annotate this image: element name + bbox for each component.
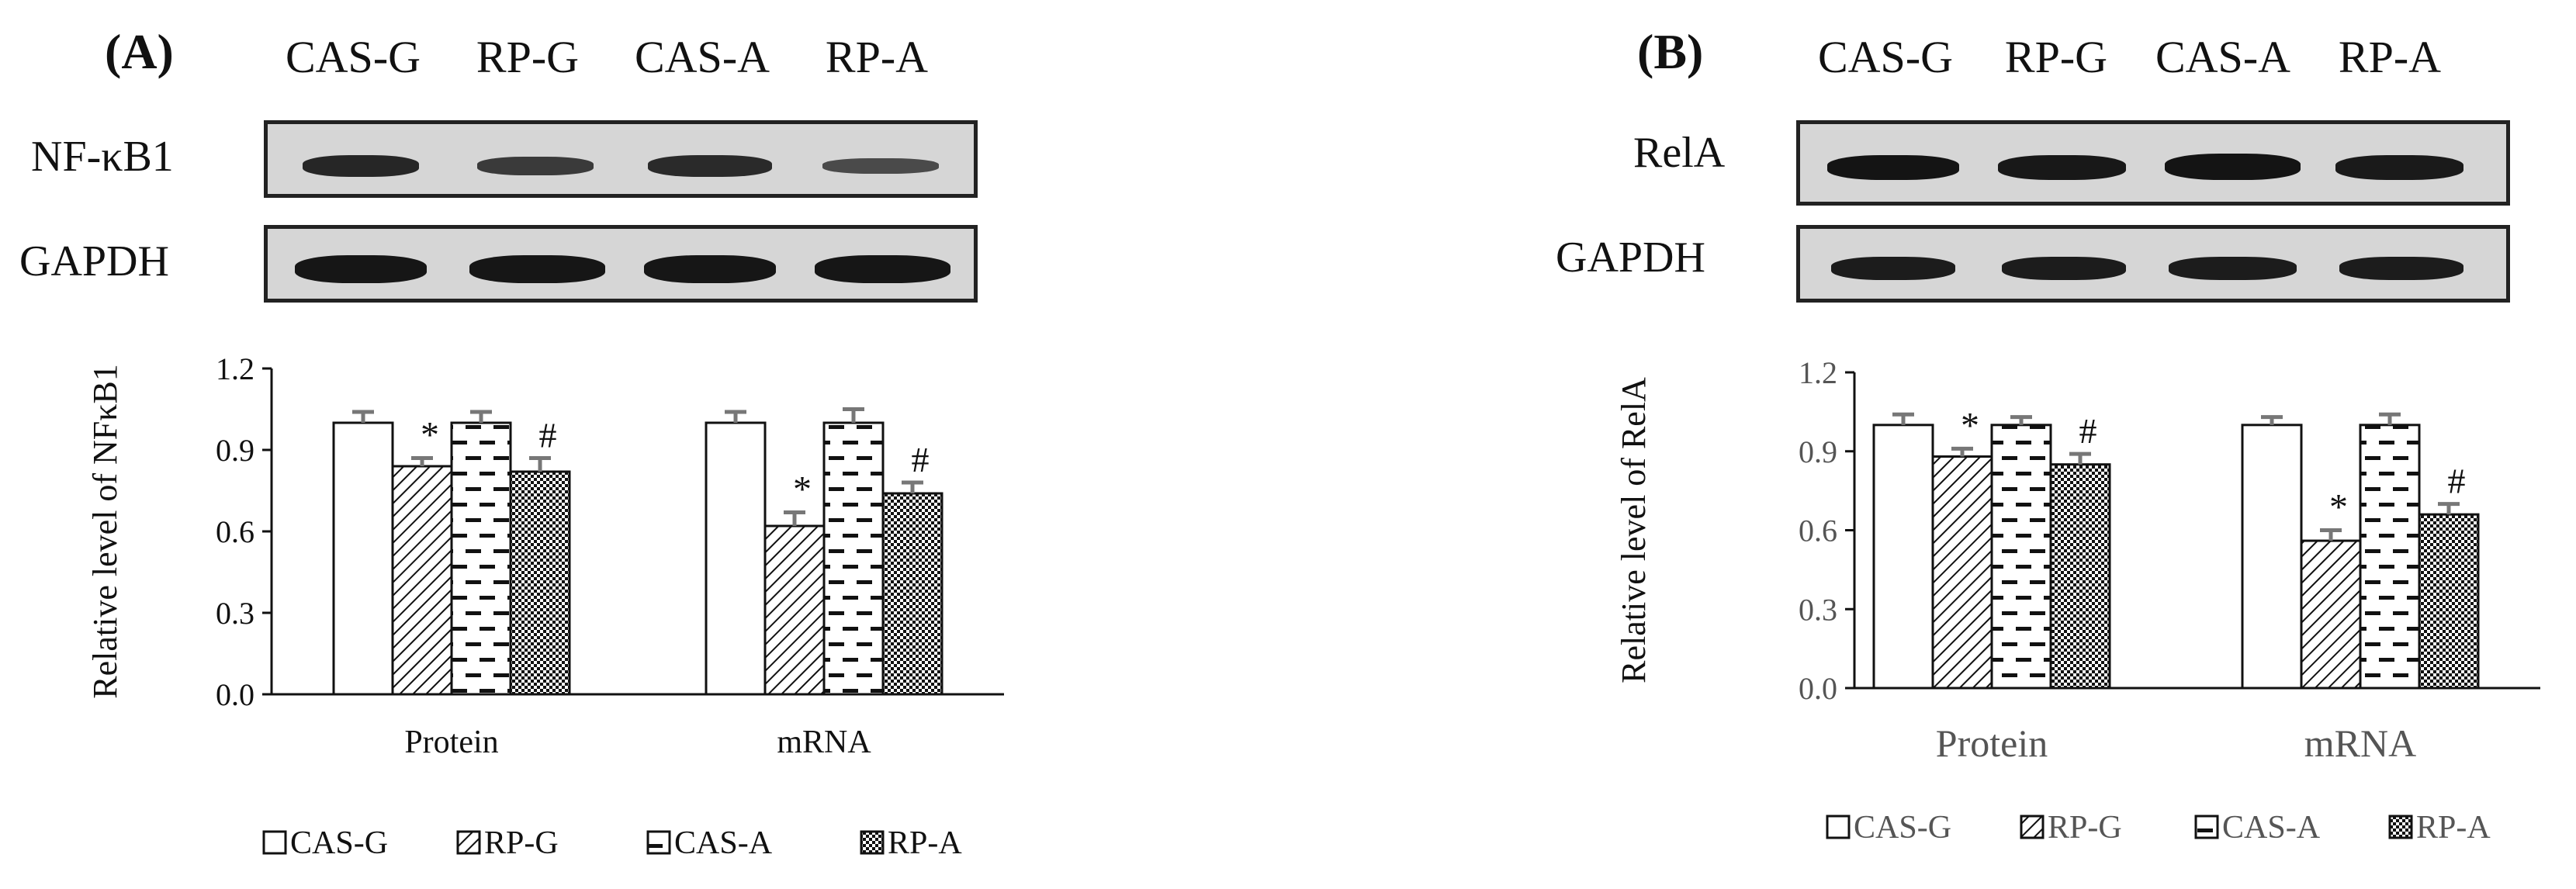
y-tick-label: 1.2 xyxy=(216,351,254,386)
bar xyxy=(881,492,943,696)
bar xyxy=(332,421,394,696)
significance-mark: * xyxy=(1961,405,1979,446)
y-tick-label: 0.0 xyxy=(1799,671,1837,706)
blot-label: GAPDH xyxy=(1556,233,1705,282)
category-label: mRNA xyxy=(777,725,871,760)
bar xyxy=(509,470,571,696)
blot-band xyxy=(1827,155,1959,180)
blot-band xyxy=(2002,257,2126,280)
legend-label: CAS-A xyxy=(674,825,773,861)
legend-swatch xyxy=(2388,815,2413,839)
blot-band xyxy=(822,158,939,174)
blot-band xyxy=(1998,155,2126,180)
blot-band xyxy=(2165,154,2301,180)
legend-swatch xyxy=(2020,815,2045,839)
lane-label: CAS-G xyxy=(285,32,421,82)
bar xyxy=(391,465,453,696)
significance-mark: # xyxy=(539,416,557,455)
legend-label: RP-G xyxy=(484,825,559,861)
legend-swatch xyxy=(860,830,885,855)
y-tick-label: 1.2 xyxy=(1799,355,1837,390)
bar xyxy=(705,421,767,696)
legend-label: CAS-A xyxy=(2222,810,2321,846)
significance-mark: # xyxy=(2079,411,2097,451)
bar xyxy=(450,421,512,696)
category-label: mRNA xyxy=(2304,721,2416,765)
lane-label: CAS-A xyxy=(634,32,770,82)
blot-label: RelA xyxy=(1633,129,1726,177)
bar xyxy=(1872,424,1934,690)
significance-mark: # xyxy=(2448,462,2466,501)
blot-band xyxy=(2335,155,2463,180)
blot-band xyxy=(2169,257,2297,280)
y-axis-label: Relative level of RelA xyxy=(1615,377,1653,683)
lane-label: RP-A xyxy=(2338,32,2442,82)
blot-band xyxy=(644,255,776,283)
category-label: Protein xyxy=(1936,721,2048,765)
y-tick-label: 0.3 xyxy=(1799,592,1837,627)
legend-label: CAS-G xyxy=(290,825,388,861)
significance-mark: * xyxy=(2329,487,2348,528)
y-axis-label: Relative level of NFκB1 xyxy=(86,364,124,699)
y-tick-label: 0.9 xyxy=(1799,434,1837,469)
y-tick-label: 0.6 xyxy=(216,514,254,549)
legend-label: RP-A xyxy=(888,825,962,861)
western-blot-rela xyxy=(1796,120,2510,206)
bar xyxy=(2359,424,2421,690)
bar xyxy=(822,421,885,696)
legend-swatch xyxy=(262,830,287,855)
bar xyxy=(2300,539,2362,690)
legend-swatch xyxy=(1826,815,1851,839)
blot-band xyxy=(2339,257,2463,280)
legend-swatch xyxy=(456,830,481,855)
blot-band xyxy=(477,157,594,175)
blot-band xyxy=(295,255,427,283)
legend-swatch xyxy=(646,830,671,855)
bar xyxy=(2241,424,2303,690)
lane-label: RP-G xyxy=(2004,32,2108,82)
lane-label: CAS-G xyxy=(1817,32,1954,82)
blot-band xyxy=(303,155,419,177)
blot-band xyxy=(1831,257,1955,280)
category-label: Protein xyxy=(404,725,498,760)
significance-mark: # xyxy=(912,440,930,479)
y-tick-label: 0.3 xyxy=(216,596,254,631)
blot-label: NF-κB1 xyxy=(31,133,174,181)
blot-label: GAPDH xyxy=(19,237,169,285)
lane-label: RP-A xyxy=(825,32,929,82)
y-tick-label: 0.9 xyxy=(216,433,254,468)
panel-letter: (B) xyxy=(1637,24,1704,79)
legend-label: CAS-G xyxy=(1854,810,1951,846)
lane-label: RP-G xyxy=(476,32,580,82)
panel-letter: (A) xyxy=(105,24,174,79)
legend-swatch xyxy=(2194,815,2219,839)
legend-label: RP-A xyxy=(2416,810,2491,846)
bar xyxy=(763,524,826,696)
bar xyxy=(2049,463,2111,690)
significance-mark: * xyxy=(421,415,439,456)
panel-b: (B) CAS-G RP-G CAS-A RP-A RelA GAPDH xyxy=(1288,0,2576,889)
bar xyxy=(1931,455,1993,690)
y-tick-label: 0.6 xyxy=(1799,514,1837,548)
y-tick-label: 0.0 xyxy=(216,677,254,712)
blot-band xyxy=(469,255,605,283)
blot-band xyxy=(815,255,950,283)
lane-label: CAS-A xyxy=(2155,32,2291,82)
western-blot-gapdh xyxy=(264,225,978,303)
bar xyxy=(1990,424,2052,690)
significance-mark: * xyxy=(793,469,812,510)
blot-band xyxy=(648,155,772,177)
panel-a: (A) CAS-G RP-G CAS-A RP-A NF-κB1 GAPDH xyxy=(19,24,978,303)
legend-label: RP-G xyxy=(2048,810,2122,846)
bar xyxy=(2418,513,2480,690)
western-blot-nfkb1 xyxy=(264,120,978,198)
western-blot-gapdh xyxy=(1796,225,2510,303)
